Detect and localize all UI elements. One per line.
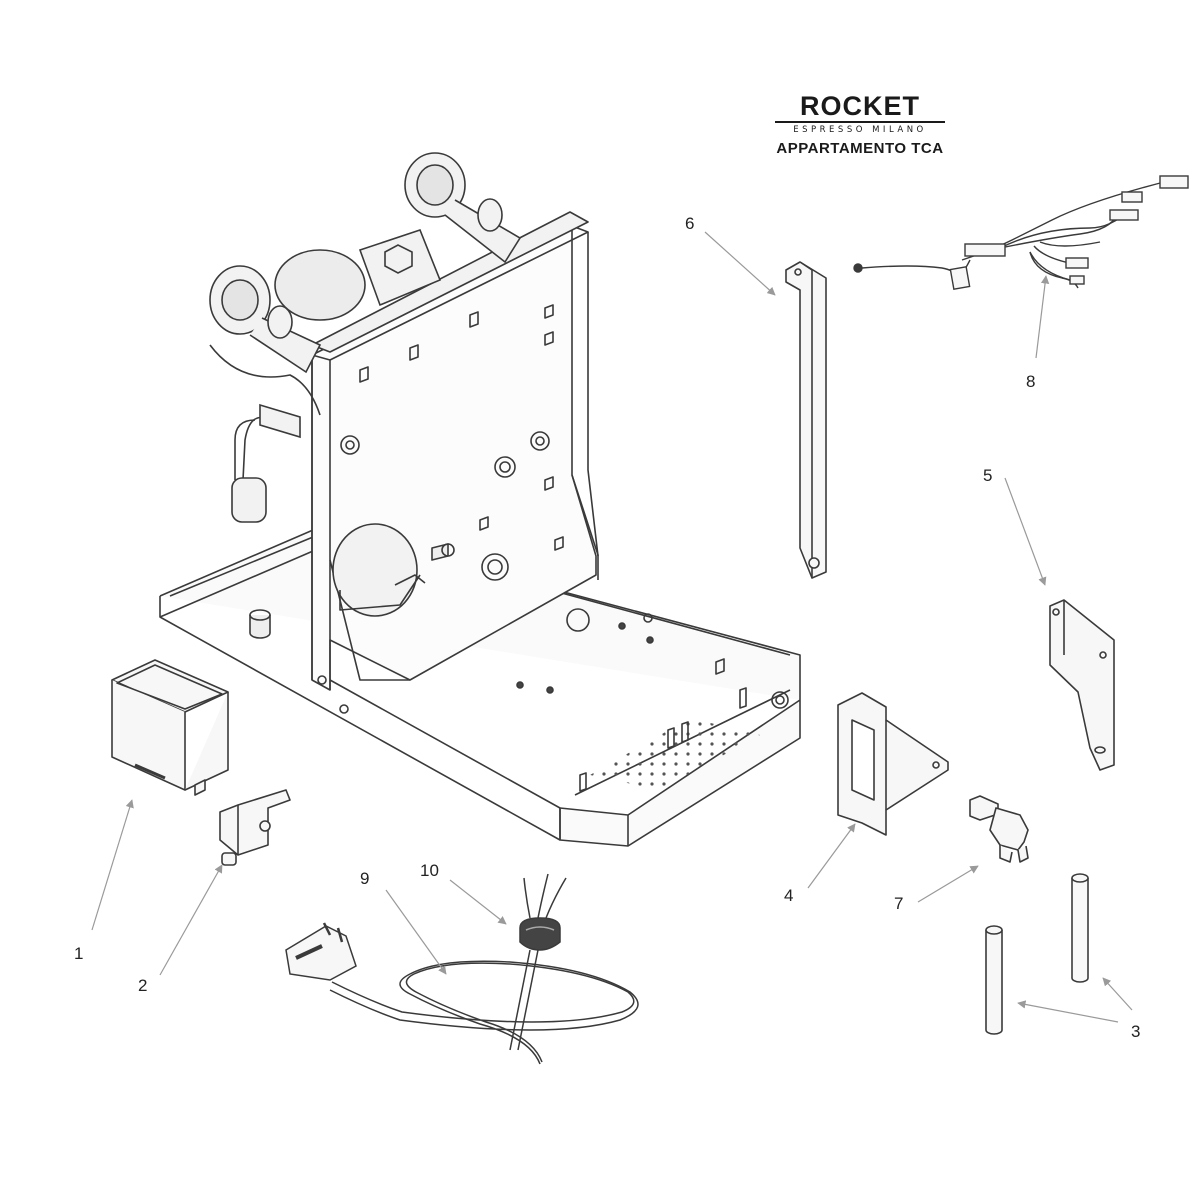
callout-1: 1 [74,944,84,963]
callout-3: 3 [1131,1022,1141,1041]
group-head-valves [209,152,522,523]
callout-4: 4 [784,886,794,905]
part-3-rods [985,873,1089,1035]
part-10-cable-grommet [519,873,567,951]
callout-5: 5 [983,466,993,485]
callout-6: 6 [685,214,695,233]
part-8-wiring-harness [853,175,1189,291]
leader-lines [91,231,1133,1023]
brand-tagline: ESPRESSO MILANO [793,125,927,135]
brand-logo: ROCKET ESPRESSO MILANO APPARTAMENTO TCA [740,92,980,157]
part-2-bracket [219,789,291,866]
part-5-bracket [1049,599,1115,771]
part-7-switch [969,795,1029,863]
model-name: APPARTAMENTO TCA [776,140,944,157]
part-4-bracket [837,692,949,836]
part-9-power-cord [285,922,639,1065]
callout-7: 7 [894,894,904,913]
callout-8: 8 [1026,372,1036,391]
brand-name: ROCKET [800,91,920,121]
callout-9: 9 [360,869,370,888]
callout-10: 10 [420,861,439,880]
part-6-bar [785,261,827,579]
chassis-frame [159,211,801,847]
part-1-control-box [111,659,229,796]
brand-rule [775,121,945,123]
callout-2: 2 [138,976,148,995]
